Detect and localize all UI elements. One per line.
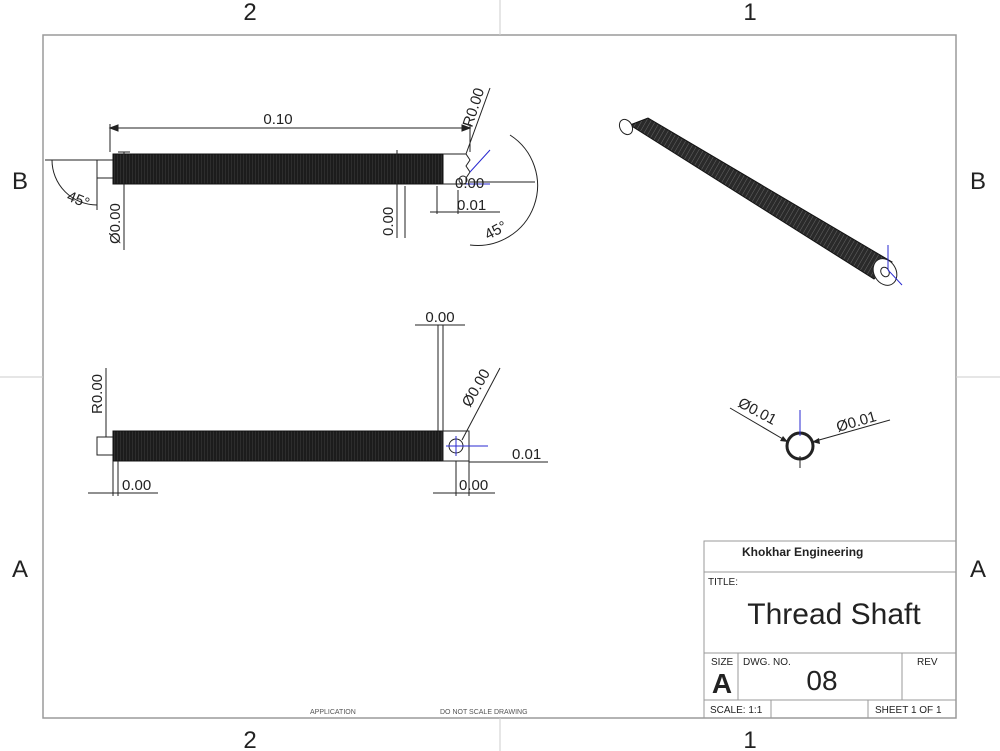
title-label: TITLE: <box>708 577 738 588</box>
front-view <box>88 324 548 496</box>
top-view <box>45 87 539 250</box>
dim-front-left-radius: R0.00 <box>89 374 106 414</box>
dim-front-hole-diameter: Ø0.00 <box>459 366 494 410</box>
dwg-no-label: DWG. NO. <box>743 657 791 668</box>
dim-radius-end: R0.00 <box>460 86 489 129</box>
dim-right-offset: 0.01 <box>457 197 486 214</box>
shaft-stub-left-front <box>96 436 114 456</box>
dim-hole: 0.00 <box>455 175 484 192</box>
dim-chamfer-right: 45° <box>482 218 510 244</box>
section-view <box>729 407 891 468</box>
zone-label-row-b-left: B <box>12 168 28 195</box>
dim-front-right: 0.01 <box>512 446 541 463</box>
dim-chamfer-left: 45° <box>65 188 92 212</box>
drawing-number: 08 <box>806 665 837 696</box>
dim-section-right-diameter: Ø0.01 <box>834 408 878 436</box>
size-label: SIZE <box>711 657 734 668</box>
zone-label-col-2-bottom: 2 <box>243 727 256 751</box>
thread-body-top <box>112 153 444 185</box>
do-not-scale-note: DO NOT SCALE DRAWING <box>440 709 528 716</box>
dim-front-top: 0.00 <box>425 309 454 326</box>
dim-front-bottom-left: 0.00 <box>122 477 151 494</box>
iso-thread-body <box>628 117 893 280</box>
dim-length: 0.10 <box>263 111 292 128</box>
sheet-size: A <box>712 668 732 699</box>
dim-left-diameter: Ø0.00 <box>107 203 124 244</box>
zone-label-col-1-top: 1 <box>743 0 756 26</box>
dim-front-bottom-right: 0.00 <box>459 477 488 494</box>
sheet-count: SHEET 1 OF 1 <box>875 705 942 716</box>
title-block <box>703 540 957 719</box>
zone-label-col-2-top: 2 <box>243 0 256 26</box>
company-name: Khokhar Engineering <box>742 545 863 559</box>
zone-label-col-1-bottom: 1 <box>743 727 756 751</box>
thread-body-front <box>112 430 444 462</box>
zone-label-row-a-left: A <box>12 556 28 583</box>
application-label: APPLICATION <box>310 709 356 716</box>
drawing-title: Thread Shaft <box>747 598 921 631</box>
rev-label: REV <box>917 657 938 668</box>
zone-label-row-b-right: B <box>970 168 986 195</box>
dim-mid: 0.00 <box>380 207 397 236</box>
isometric-view <box>618 117 903 286</box>
zone-label-row-a-right: A <box>970 556 986 583</box>
shaft-stub-left <box>96 159 114 179</box>
scale-value: SCALE: 1:1 <box>710 705 763 716</box>
